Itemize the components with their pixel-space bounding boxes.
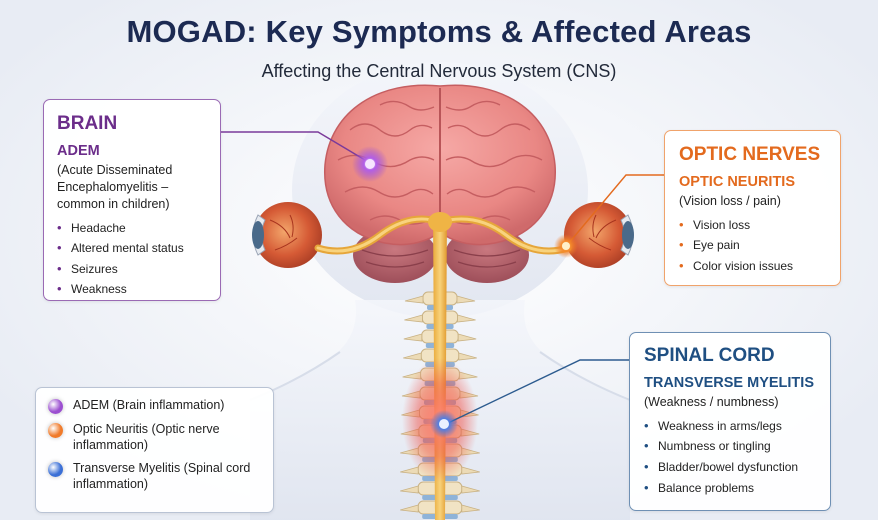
leader-lines: [221, 131, 664, 425]
blue-dot-icon: [48, 462, 63, 478]
optic-nerves: [314, 215, 572, 255]
spinal-marker-icon: [430, 410, 458, 438]
list-item: Weakness in arms/legs: [644, 418, 816, 435]
legend-label: ADEM (Brain inflammation): [73, 398, 225, 412]
spinal-subheading: TRANSVERSE MYELITIS: [644, 375, 814, 391]
brain-heading: BRAIN: [57, 113, 118, 134]
legend: ADEM (Brain inflammation) Optic Neuritis…: [35, 387, 274, 513]
legend-item-optic-neuritis: Optic Neuritis (Optic nerve inflammation…: [48, 422, 261, 453]
brain-info-card: BRAIN ADEM (Acute Disseminated Encephalo…: [43, 99, 221, 301]
brain-description: (Acute Disseminated Encephalomyelitis – …: [57, 163, 173, 211]
spinal-heading: SPINAL CORD: [644, 345, 775, 366]
list-item: Balance problems: [644, 480, 816, 497]
legend-item-transverse-myelitis: Transverse Myelitis (Spinal cord inflamm…: [48, 461, 261, 492]
purple-dot-icon: [48, 399, 63, 414]
optic-symptom-list: Vision loss Eye pain Color vision issues: [679, 217, 826, 275]
spinal-description: (Weakness / numbness): [644, 395, 779, 409]
legend-item-adem: ADEM (Brain inflammation): [48, 398, 261, 414]
spinal-info-card: SPINAL CORD TRANSVERSE MYELITIS (Weaknes…: [629, 332, 831, 511]
list-item: Altered mental status: [57, 240, 207, 257]
spinal-symptom-list: Weakness in arms/legs Numbness or tingli…: [644, 418, 816, 497]
brain-marker-icon: [352, 146, 388, 182]
brain: [324, 84, 556, 246]
optic-subheading: OPTIC NEURITIS: [679, 174, 796, 190]
legend-label: Optic Neuritis (Optic nerve inflammation…: [73, 422, 220, 452]
legend-label: Transverse Myelitis (Spinal cord inflamm…: [73, 461, 251, 491]
list-item: Weakness: [57, 281, 207, 298]
orange-dot-icon: [48, 423, 63, 438]
optic-marker-icon: [554, 234, 578, 258]
list-item: Eye pain: [679, 237, 826, 254]
page-subtitle: Affecting the Central Nervous System (CN…: [261, 61, 617, 81]
page-title: MOGAD: Key Symptoms & Affected Areas: [126, 14, 752, 49]
list-item: Bladder/bowel dysfunction: [644, 459, 816, 476]
list-item: Vision loss: [679, 217, 826, 234]
left-eye: [252, 202, 322, 268]
optic-heading: OPTIC NERVES: [679, 144, 821, 165]
list-item: Color vision issues: [679, 258, 826, 275]
brain-symptom-list: Headache Altered mental status Seizures …: [57, 220, 207, 298]
list-item: Seizures: [57, 261, 207, 278]
optic-description: (Vision loss / pain): [679, 194, 781, 208]
list-item: Numbness or tingling: [644, 438, 816, 455]
optic-info-card: OPTIC NERVES OPTIC NEURITIS (Vision loss…: [664, 130, 841, 286]
list-item: Headache: [57, 220, 207, 237]
right-eye: [564, 202, 634, 268]
brain-subheading: ADEM: [57, 143, 100, 159]
